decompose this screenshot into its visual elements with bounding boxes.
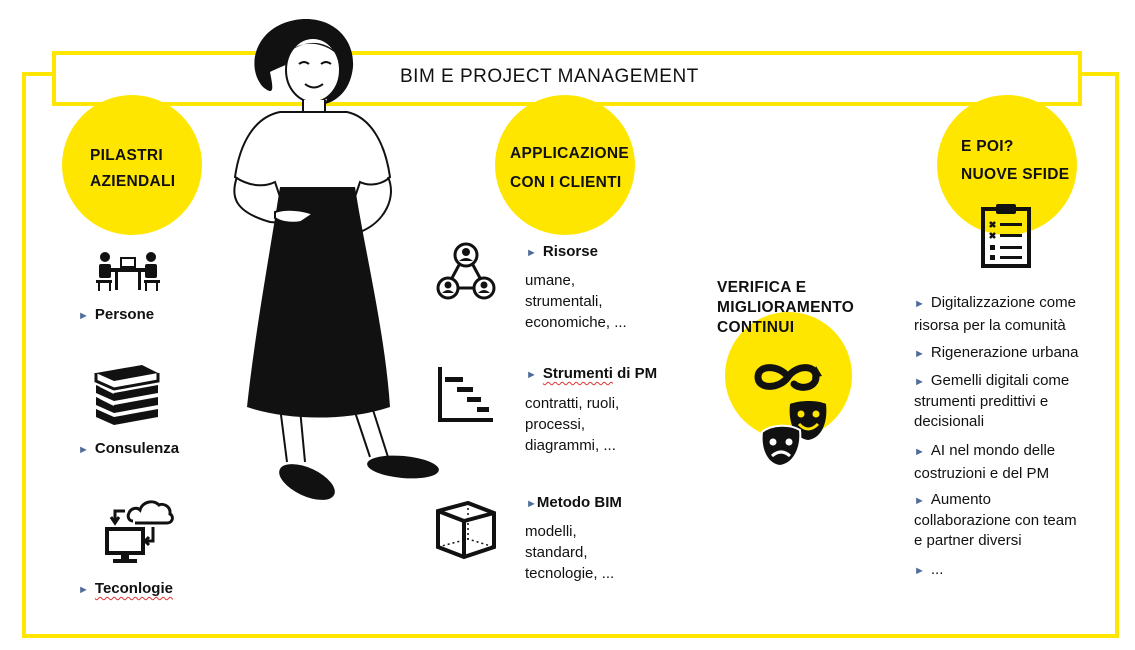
right-item-1: ►Digitalizzazione come risorsa per la co… xyxy=(914,294,1076,334)
right-item-5: ►Aumento collaborazione con team e partn… xyxy=(914,491,1077,549)
left-item-consulenza: ►Consulenza xyxy=(78,440,180,457)
theater-masks-icon xyxy=(760,401,827,468)
middle-item-metodo-bim: ►Metodo BIM xyxy=(526,494,622,511)
middle-circle-title: APPLICAZIONE CON I CLIENTI xyxy=(510,145,629,191)
cloud-computer-icon xyxy=(105,500,174,563)
meeting-icon xyxy=(96,252,160,291)
left-item-tecnologie: ►Teconlogie xyxy=(78,580,173,597)
middle-item-strumenti: ►Strumenti di PM xyxy=(526,365,658,382)
verify-title: VERIFICA E MIGLIORAMENTO CONTINUI xyxy=(717,279,855,336)
left-item-persone: ►Persone xyxy=(78,306,155,323)
middle-circle xyxy=(495,95,635,235)
woman-illustration xyxy=(233,19,439,500)
middle-item-risorse: ►Risorse xyxy=(526,243,598,260)
right-item-6: ►... xyxy=(914,561,944,578)
left-circle xyxy=(62,95,202,235)
cube-icon xyxy=(436,500,496,560)
middle-item-metodo-bim-desc: modelli, standard, tecnologie, ... xyxy=(525,523,615,582)
gantt-chart-icon xyxy=(438,367,493,422)
right-item-4: ►AI nel mondo delle costruzioni e del PM xyxy=(914,442,1056,482)
infinity-icon xyxy=(754,364,822,391)
middle-item-risorse-desc: umane, strumentali, economiche, ... xyxy=(525,272,627,331)
right-item-2: ►Rigenerazione urbana xyxy=(914,344,1079,361)
page-title: BIM E PROJECT MANAGEMENT xyxy=(400,66,699,87)
right-item-3: ►Gemelli digitali come strumenti preditt… xyxy=(914,372,1070,430)
middle-item-strumenti-desc: contratti, ruoli, processi, diagrammi, .… xyxy=(525,395,620,454)
checklist-icon xyxy=(981,204,1031,268)
right-circle-title: E POI? NUOVE SFIDE xyxy=(961,138,1070,183)
left-circle-title: PILASTRI AZIENDALI xyxy=(90,147,176,190)
books-icon xyxy=(94,365,160,425)
network-people-icon xyxy=(436,242,496,300)
